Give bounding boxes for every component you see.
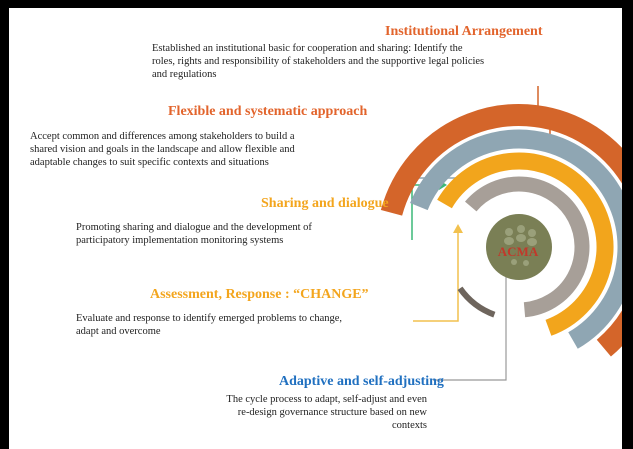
desc-line: contexts [392, 420, 427, 431]
title-adaptive-self-adjusting: Adaptive and self-adjusting [279, 374, 444, 389]
desc-line: adaptable changes to suit specific conte… [30, 157, 269, 168]
desc-flexible-systematic: Accept common and differences among stak… [30, 130, 295, 169]
ring-blue-grey [410, 129, 622, 349]
desc-assessment-change: Evaluate and response to identify emerge… [76, 312, 342, 338]
acma-ring-diagram [380, 86, 622, 381]
ring-grey [465, 176, 590, 318]
center-circle [486, 214, 552, 280]
desc-sharing-dialogue: Promoting sharing and dialogue and the d… [76, 221, 312, 247]
desc-line: and regulations [152, 69, 217, 80]
desc-line: roles, rights and responsibility of stak… [152, 56, 485, 67]
ring-accent-dark [457, 286, 496, 318]
connector-adaptive-line [433, 276, 507, 381]
desc-line: Established an institutional basic for c… [152, 43, 463, 54]
desc-line: Promoting sharing and dialogue and the d… [76, 222, 312, 233]
desc-institutional-arrangement: Established an institutional basic for c… [152, 42, 484, 81]
desc-line: shared vision and goals in the landscape… [30, 144, 295, 155]
title-sharing-dialogue: Sharing and dialogue [261, 196, 389, 211]
title-flexible-systematic: Flexible and systematic approach [168, 104, 368, 119]
ring-amber [437, 152, 614, 336]
title-assessment-change: Assessment, Response : “CHANGE” [150, 287, 369, 302]
connector-change-arrow [413, 230, 459, 322]
title-institutional-arrangement: Institutional Arrangement [385, 24, 543, 39]
desc-line: Evaluate and response to identify emerge… [76, 313, 343, 324]
rings-group [380, 104, 622, 357]
desc-adaptive-self-adjusting: The cycle process to adapt, self-adjust … [199, 393, 427, 432]
diagram-slide: ACMA Institutional Arrangement Establish… [9, 8, 622, 449]
people-icon [504, 225, 537, 266]
arrowhead-change [453, 224, 463, 233]
desc-line: The cycle process to adapt, self-adjust … [226, 394, 427, 405]
desc-line: adapt and overcome [76, 326, 161, 337]
center-label: ACMA [497, 244, 539, 259]
desc-line: re-design governance structure based on … [237, 407, 427, 418]
desc-line: Accept common and differences among stak… [30, 131, 295, 142]
desc-line: participatory implementation monitoring … [76, 235, 284, 246]
ring-orange-outer [380, 104, 622, 357]
